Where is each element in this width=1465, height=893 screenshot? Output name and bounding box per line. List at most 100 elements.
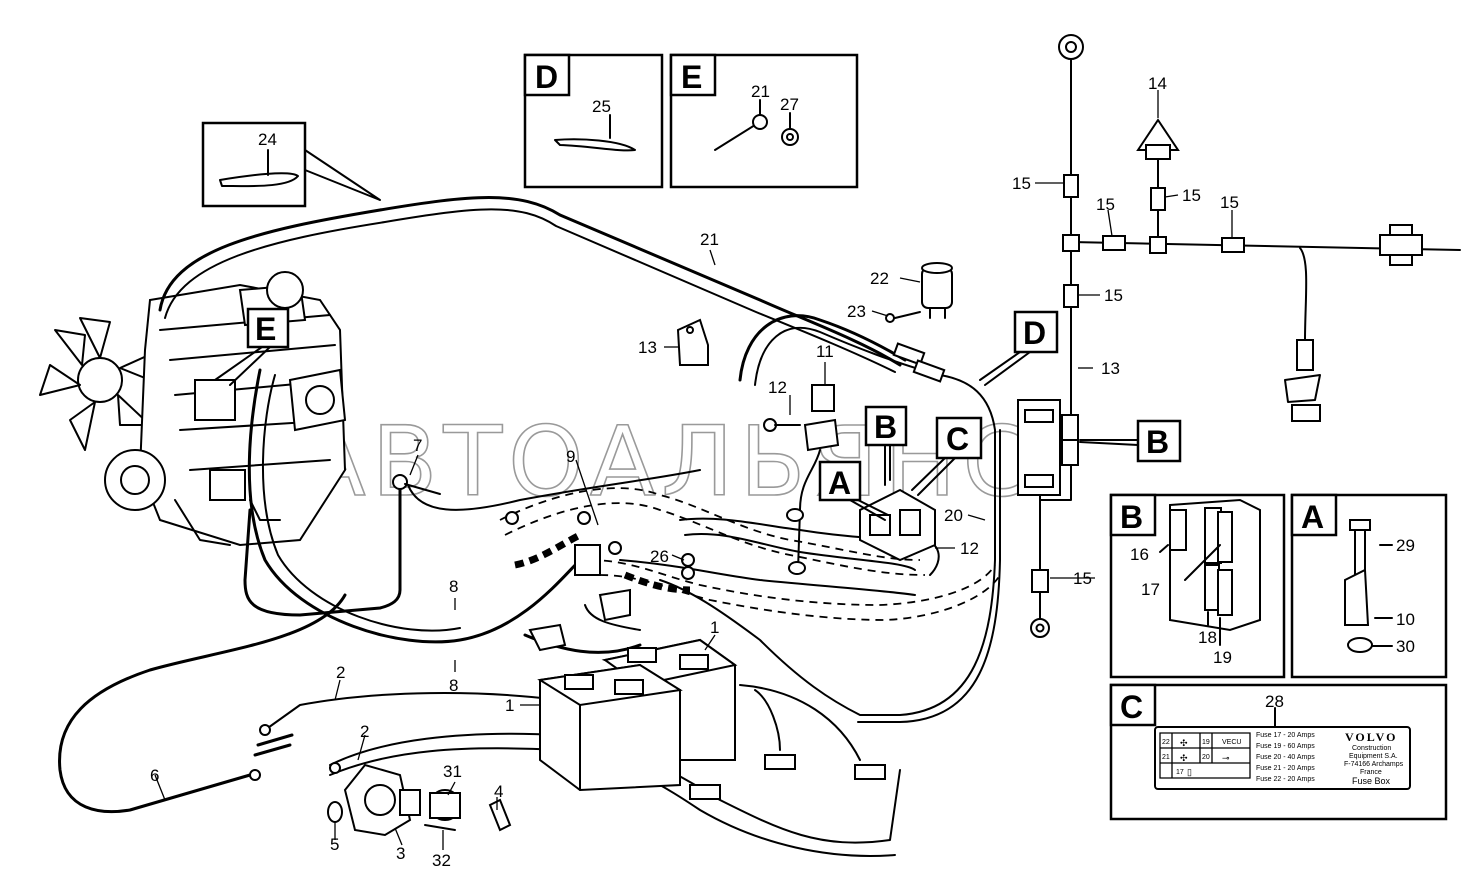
- detail-c: C 22 19 VECU 21 20 17 ✣ ✣ ⊸ ▯ Fuse 17 - …: [1109, 683, 1448, 821]
- callout-27: 27: [780, 95, 799, 114]
- callout-9: 9: [566, 447, 575, 466]
- detail-a: A: [1290, 493, 1448, 679]
- callout-16: 16: [1130, 545, 1149, 564]
- callout-26: 26: [650, 547, 669, 566]
- callout-15b: 15: [1096, 195, 1115, 214]
- tag-a-main: A: [818, 460, 889, 521]
- callout-11: 11: [816, 342, 834, 361]
- fan-icon-1: ✣: [1180, 738, 1188, 748]
- callout-25: 25: [592, 97, 611, 116]
- tag-b-right: B: [1079, 419, 1182, 463]
- callout-1b: 1: [505, 696, 514, 715]
- callout-14: 14: [1148, 74, 1167, 93]
- callout-2a: 2: [336, 663, 345, 682]
- tag-d-main: D: [979, 310, 1059, 386]
- svg-text:Fuse 19 - 60 Amps: Fuse 19 - 60 Amps: [1256, 743, 1315, 750]
- svg-text:A: A: [1301, 499, 1324, 535]
- svg-text:Fuse 17 - 20 Amps: Fuse 17 - 20 Amps: [1256, 732, 1315, 739]
- callout-8a: 8: [449, 577, 458, 596]
- detail-e: E: [669, 53, 859, 189]
- callout-5: 5: [330, 835, 339, 854]
- harness-13: [1017, 34, 1461, 638]
- bolt-12: [763, 418, 801, 432]
- callout-15c: 15: [1182, 186, 1201, 205]
- svg-text:VECU: VECU: [1222, 739, 1241, 746]
- tag-c-main: C: [911, 416, 983, 496]
- callout-20: 20: [944, 506, 963, 525]
- svg-text:D: D: [535, 59, 558, 95]
- callout-3: 3: [396, 844, 405, 863]
- callout-31: 31: [443, 762, 462, 781]
- detail-d: D: [523, 53, 664, 189]
- svg-text:C: C: [946, 421, 969, 457]
- svg-text:A: A: [828, 465, 851, 501]
- callout-24: 24: [258, 130, 277, 149]
- connector-13: [676, 318, 709, 366]
- svg-text:19: 19: [1202, 739, 1210, 746]
- callout-15d: 15: [1220, 193, 1239, 212]
- horn-22: [885, 262, 953, 323]
- callout-1a: 1: [710, 618, 719, 637]
- detail-b: B: [1109, 493, 1286, 679]
- callout-32: 32: [432, 851, 451, 870]
- svg-text:B: B: [1120, 499, 1143, 535]
- svg-text:Equipment S.A.: Equipment S.A.: [1349, 753, 1398, 760]
- callout-22: 22: [870, 269, 889, 288]
- svg-text:Fuse 20 - 40 Amps: Fuse 20 - 40 Amps: [1256, 754, 1315, 761]
- horn-icon: ⊸: [1222, 753, 1230, 763]
- fan-icon-2: ✣: [1180, 753, 1188, 763]
- svg-text:E: E: [255, 311, 276, 347]
- callout-23: 23: [847, 302, 866, 321]
- svg-text:17: 17: [1176, 769, 1184, 776]
- svg-text:France: France: [1360, 769, 1382, 776]
- callout-13b: 13: [1101, 359, 1120, 378]
- svg-text:Fuse Box: Fuse Box: [1352, 776, 1391, 786]
- callout-30: 30: [1396, 637, 1415, 656]
- starter-solenoid: [327, 763, 512, 837]
- harness-ends-21: [892, 342, 946, 383]
- callout-labels: 1 1 2 2 3 4 5 6 7 8 8 9 10 11 12 12 13 1…: [150, 74, 1415, 870]
- svg-text:22: 22: [1162, 739, 1170, 746]
- callout-12b: 12: [960, 539, 979, 558]
- svg-text:Fuse 22 - 20 Amps: Fuse 22 - 20 Amps: [1256, 776, 1315, 783]
- detail-24: [201, 121, 381, 208]
- svg-text:Fuse 21 - 20 Amps: Fuse 21 - 20 Amps: [1256, 765, 1315, 772]
- tag-b-main: B: [864, 405, 908, 486]
- svg-text:E: E: [681, 59, 702, 95]
- svg-text:20: 20: [1202, 754, 1210, 761]
- leader-lines: [154, 90, 1233, 850]
- svg-text:C: C: [1120, 689, 1143, 725]
- callout-29: 29: [1396, 536, 1415, 555]
- callout-4: 4: [494, 782, 503, 801]
- svg-text:21: 21: [1162, 754, 1170, 761]
- svg-text:Construction: Construction: [1352, 745, 1391, 752]
- watermark-text: АВТОАЛЬЯНС: [300, 406, 1035, 518]
- svg-text:B: B: [1146, 424, 1169, 460]
- tag-e-main: E: [214, 307, 290, 386]
- callout-8b: 8: [449, 676, 458, 695]
- callout-2b: 2: [360, 722, 369, 741]
- volvo-logo: VOLVO: [1345, 730, 1397, 744]
- callout-17: 17: [1141, 580, 1160, 599]
- callout-10: 10: [1396, 610, 1415, 629]
- callout-12a: 12: [768, 378, 787, 397]
- svg-text:D: D: [1023, 315, 1046, 351]
- callout-7: 7: [413, 436, 422, 455]
- cable-terminals: [249, 474, 886, 800]
- callout-13a: 13: [638, 338, 657, 357]
- battery-pair: [528, 544, 861, 792]
- lamp-icon: ▯: [1187, 767, 1192, 777]
- callout-15a: 15: [1012, 174, 1031, 193]
- engine-assembly: [39, 271, 347, 547]
- callout-21b: 21: [751, 82, 770, 101]
- relay-11: [786, 384, 840, 575]
- svg-text:B: B: [874, 409, 897, 445]
- callout-28: 28: [1265, 692, 1284, 711]
- callout-15f: 15: [1073, 569, 1092, 588]
- callout-19: 19: [1213, 648, 1232, 667]
- callout-15e: 15: [1104, 286, 1123, 305]
- callout-21a: 21: [700, 230, 719, 249]
- callout-18: 18: [1198, 628, 1217, 647]
- callout-6: 6: [150, 766, 159, 785]
